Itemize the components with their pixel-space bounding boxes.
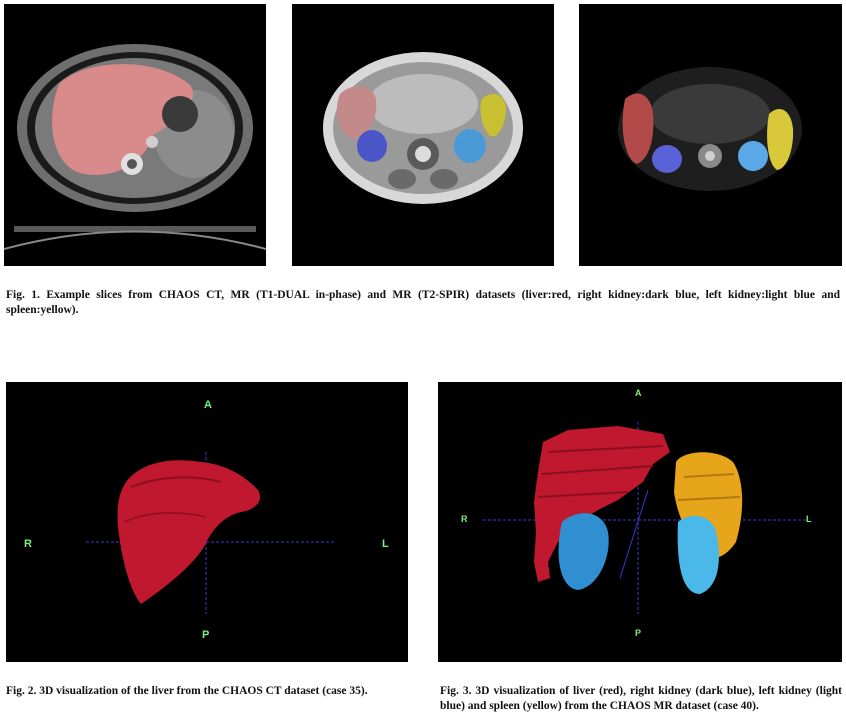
spleen-overlay bbox=[767, 109, 794, 170]
left-kidney-overlay bbox=[454, 129, 486, 163]
right-kidney-mesh bbox=[558, 513, 609, 590]
mr-t2-slice-image bbox=[579, 4, 842, 266]
left-kidney-overlay bbox=[738, 141, 768, 171]
orientation-right: R bbox=[461, 514, 468, 524]
liver-overlay bbox=[52, 64, 194, 175]
figure-2-caption: Fig. 2. 3D visualization of the liver fr… bbox=[6, 685, 368, 697]
liver-overlay bbox=[622, 93, 654, 164]
mr-t2-slice-drawing bbox=[579, 4, 842, 266]
ct-slice-drawing bbox=[4, 4, 266, 266]
liver-overlay bbox=[336, 86, 377, 139]
ct-slice-image bbox=[4, 4, 266, 266]
organs-3d-visualization bbox=[438, 382, 842, 662]
figure-1-caption: Fig. 1. Example slices from CHAOS CT, MR… bbox=[6, 289, 840, 316]
orientation-anterior: A bbox=[635, 388, 642, 398]
orientation-posterior: P bbox=[202, 629, 210, 641]
liver-3d-visualization bbox=[6, 382, 408, 662]
liver-3d-drawing bbox=[6, 382, 408, 662]
liver-mesh bbox=[117, 460, 261, 604]
figure-3-caption: Fig. 3. 3D visualization of liver (red),… bbox=[440, 685, 842, 712]
mr-t1-slice-drawing bbox=[292, 4, 554, 266]
organs-3d-drawing bbox=[438, 382, 842, 662]
mr-t1-slice-image bbox=[292, 4, 554, 266]
orientation-left: L bbox=[806, 514, 812, 524]
spleen-overlay bbox=[480, 93, 507, 137]
orientation-anterior: A bbox=[204, 399, 212, 411]
orientation-left: L bbox=[382, 538, 389, 550]
liver-mesh bbox=[534, 426, 670, 582]
right-kidney-overlay bbox=[652, 145, 682, 173]
left-kidney-mesh bbox=[677, 515, 719, 594]
orientation-posterior: P bbox=[635, 628, 642, 638]
orientation-right: R bbox=[24, 538, 32, 550]
right-kidney-overlay bbox=[357, 130, 387, 162]
oblique-axis-line bbox=[619, 489, 649, 579]
